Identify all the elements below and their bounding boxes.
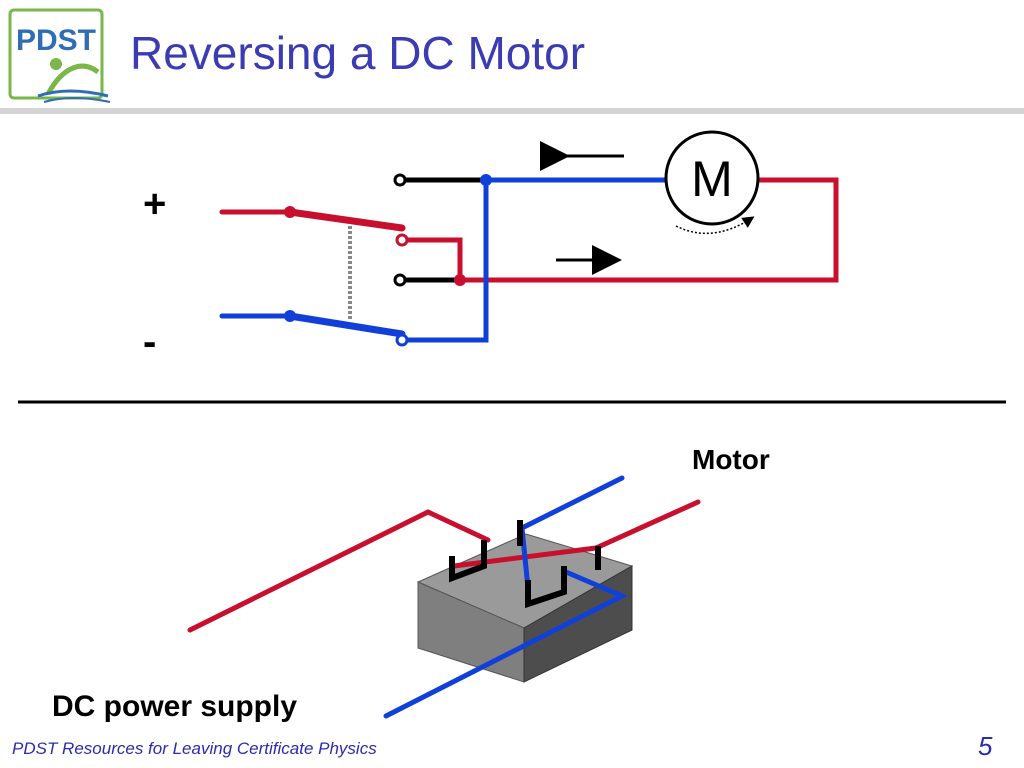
motor-symbol-letter: M (691, 151, 733, 207)
switch-contacts (400, 177, 486, 283)
footer-text: PDST Resources for Leaving Certificate P… (12, 739, 377, 758)
negative-terminal-label: - (143, 320, 157, 364)
switch-terminals (284, 173, 492, 347)
positive-wiring (219, 177, 839, 283)
positive-terminal-label: + (143, 182, 167, 226)
negative-wiring (219, 177, 669, 343)
logo-text: PDST (16, 24, 96, 57)
pdst-logo: PDST (8, 8, 111, 103)
block-terminals (449, 520, 601, 609)
supply-label: DC power supply (52, 690, 298, 723)
motor-symbol: M (664, 130, 760, 235)
page-number: 5 (978, 731, 993, 761)
motor-label: Motor (692, 444, 770, 475)
title-divider (0, 108, 1024, 114)
slide-title: Reversing a DC Motor (130, 27, 586, 79)
